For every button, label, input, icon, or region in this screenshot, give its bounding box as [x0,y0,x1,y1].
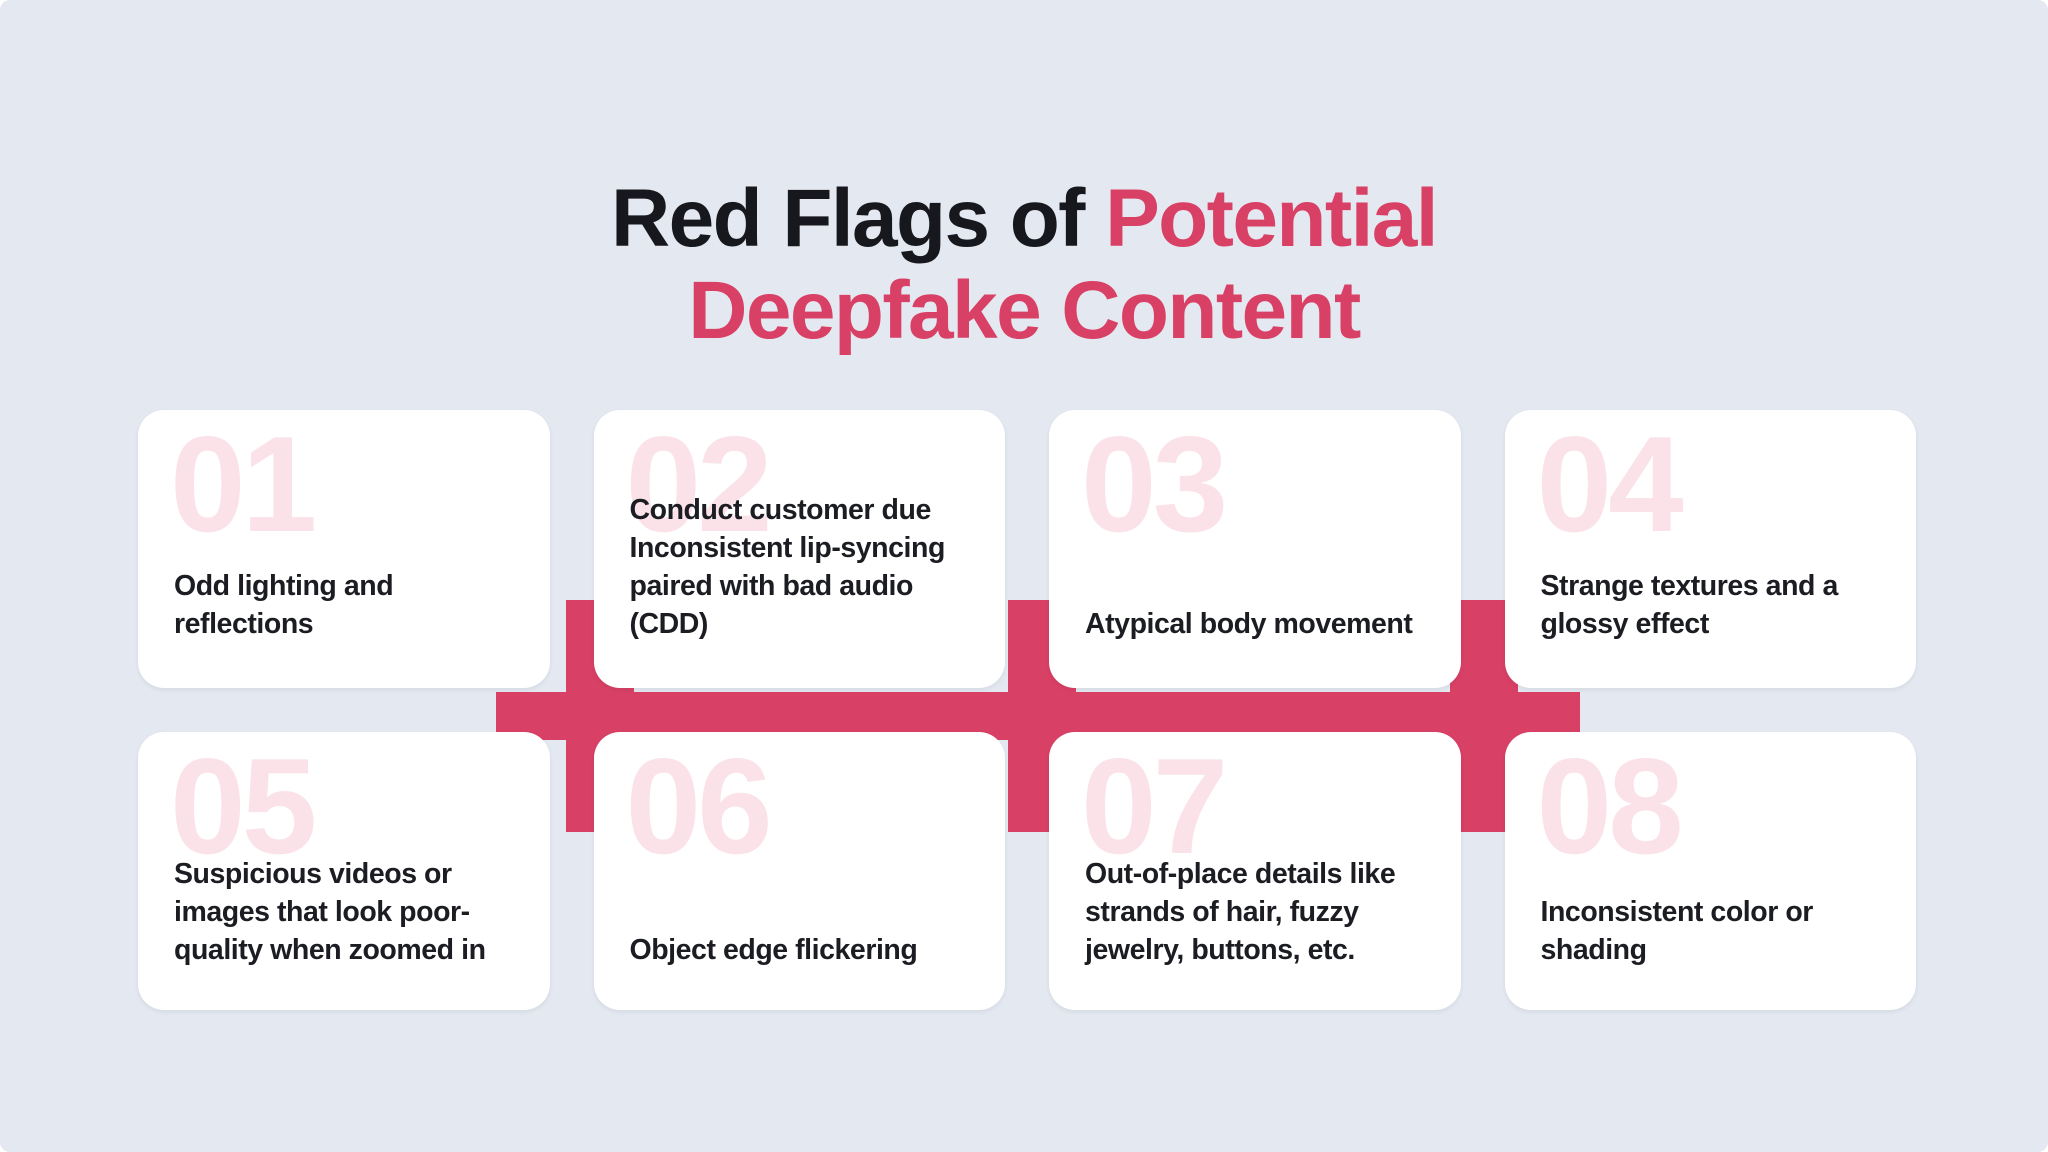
card-number-01: 01 [170,410,317,560]
card-05[interactable]: 05 Suspicious videos or images that look… [138,732,550,1010]
card-01[interactable]: 01 Odd lighting and reflections [138,410,550,688]
card-grid: 01 Odd lighting and reflections 02 Condu… [138,410,1916,1010]
card-07[interactable]: 07 Out-of-place details like strands of … [1049,732,1461,1010]
card-text-07: Out-of-place details like strands of hai… [1085,858,1396,967]
title-line-2: Deepfake Content [688,264,1361,356]
card-number-06: 06 [625,732,773,882]
card-number-03: 03 [1081,410,1228,560]
title-dark-text: Red Flags of [611,172,1106,264]
card-03[interactable]: 03 Atypical body movement [1049,410,1461,688]
page-title: Red Flags of Potential Deepfake Content [0,173,2048,357]
card-number-07: 07 [1081,732,1228,882]
card-text-04: Strange textures and a glossy effect [1540,570,1839,641]
card-number-05: 05 [170,732,317,882]
card-number-08: 08 [1536,732,1684,882]
title-line-1: Red Flags of Potential [0,173,2048,265]
card-text-03: Atypical body movement [1085,608,1413,641]
card-text-06: Object edge flickering [629,934,918,967]
card-06[interactable]: 06 Object edge flickering [593,732,1005,1010]
card-number-04: 04 [1536,410,1684,560]
card-text-08: Inconsistent color or shading [1540,896,1814,967]
card-number-02: 02 [625,410,773,560]
card-02[interactable]: 02 Conduct customer due Inconsistent lip… [593,410,1005,688]
card-text-02: Conduct customer due Inconsistent lip-sy… [629,494,946,641]
card-text-01: Odd lighting and reflections [174,570,394,641]
card-text-05: Suspicious videos or images that look po… [174,858,486,967]
title-accent-text: Potential [1105,172,1438,264]
card-04[interactable]: 04 Strange textures and a glossy effect [1504,410,1916,688]
card-08[interactable]: 08 Inconsistent color or shading [1504,732,1916,1010]
